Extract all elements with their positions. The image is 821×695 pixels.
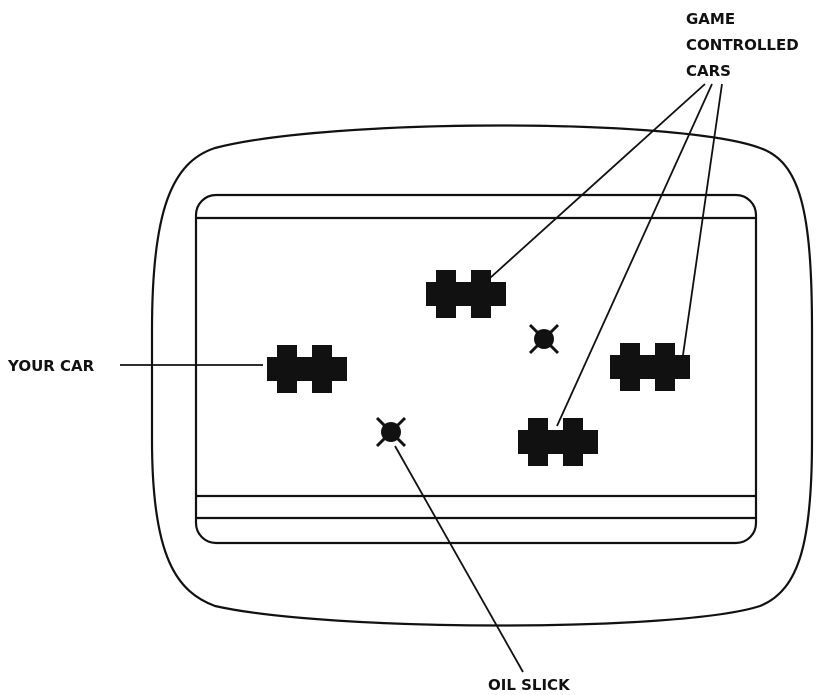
your-car bbox=[267, 345, 347, 393]
game-controlled-cars-label-line-1: GAME bbox=[686, 10, 735, 28]
oil-slick-label: OIL SLICK bbox=[488, 676, 571, 694]
game-cars-leader-line-top bbox=[489, 83, 706, 279]
your-car-label: YOUR CAR bbox=[7, 357, 95, 375]
oil-slick-upper bbox=[528, 323, 560, 355]
play-field bbox=[194, 193, 758, 545]
game-controlled-cars-label-line-2: CONTROLLED bbox=[686, 36, 799, 54]
game-cars-leader-line-right bbox=[682, 83, 723, 356]
tv-screen-bezel bbox=[150, 124, 814, 627]
game-controlled-cars-label-line-3: CARS bbox=[686, 62, 731, 80]
game-cars-leader-line-bottom bbox=[556, 83, 713, 427]
game-controlled-car-bottom bbox=[518, 418, 598, 466]
game-controlled-car-right bbox=[610, 343, 690, 391]
oil-slick-lower bbox=[375, 416, 407, 448]
oil-slick-leader-line bbox=[394, 445, 524, 673]
game-controlled-car-top bbox=[426, 270, 506, 318]
